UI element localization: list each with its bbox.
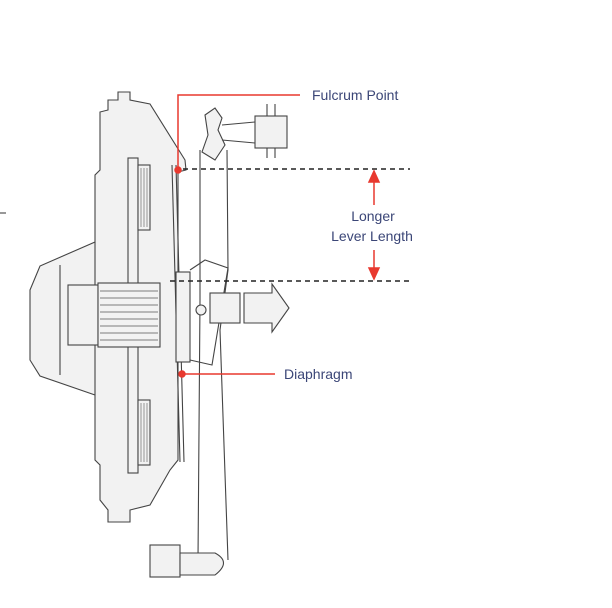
fulcrum-leader [177, 94, 300, 170]
lever-length-label-line2: Lever Length [331, 228, 413, 244]
output-shaft [209, 292, 241, 324]
pivot-rod-top [221, 121, 256, 144]
release-fork [197, 149, 229, 561]
input-shaft [67, 284, 99, 346]
pivot-ball-bottom [179, 552, 225, 576]
arrow-down-icon [367, 267, 381, 281]
arrow-up-icon [367, 169, 381, 183]
fulcrum-point-label: Fulcrum Point [312, 87, 398, 103]
push-direction-arrow [243, 282, 290, 334]
spline-lines [100, 290, 158, 341]
diaphragm-label: Diaphragm [284, 366, 352, 382]
fork-body [189, 259, 229, 366]
pivot-ball [195, 304, 207, 316]
pivot-mount-bottom [149, 544, 181, 578]
fulcrum-dot [174, 166, 182, 174]
release-bearing [175, 271, 191, 363]
lever-length-label-line1: Longer [351, 208, 395, 224]
annotation-leaders [174, 94, 381, 378]
adjuster-detail [266, 104, 276, 158]
pivot-socket-top [201, 107, 226, 161]
adjuster-nut-top [254, 115, 288, 149]
lining-hatching [140, 168, 148, 462]
diaphragm-dot [178, 370, 186, 378]
splined-hub [97, 282, 161, 348]
